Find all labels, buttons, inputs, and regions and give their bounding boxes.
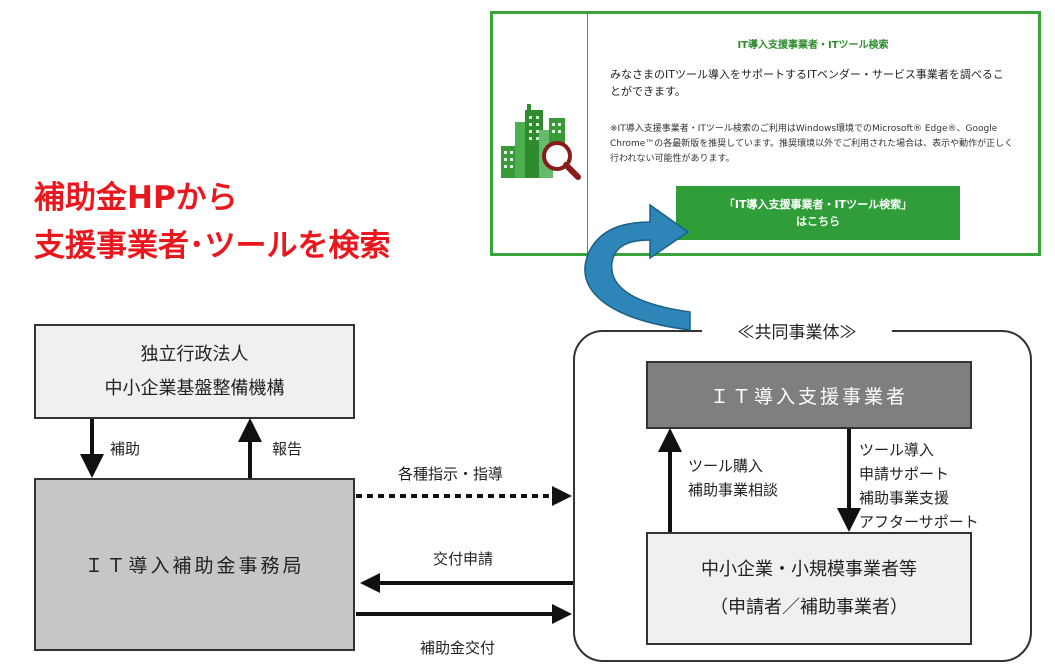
city-search-icon [501,104,581,180]
application-label: 交付申請 [433,550,494,568]
purchase-label-line2: 補助事業相談 [688,481,779,499]
sme-box: 中小企業・小規模事業者等 （申請者／補助事業者） [646,532,972,645]
support-label-line3: 補助事業支援 [859,489,950,507]
panel-title: IT導入支援事業者・ITツール検索 [737,40,889,51]
purchase-label: ツール購入 補助事業相談 [688,454,778,502]
headline-line-1: 補助金HPから [34,180,238,216]
smrj-box: 独立行政法人 中小企業基盤整備機構 [34,324,355,419]
secretariat-box: ＩＴ導入補助金事務局 [34,478,355,651]
curved-blue-arrow [584,203,691,331]
headline-line-2: 支援事業者･ツールを検索 [34,228,391,264]
purchase-label-line1: ツール購入 [688,457,764,475]
support-label-line1: ツール導入 [859,441,935,459]
report-label: 報告 [272,440,303,458]
support-vendor-label: ＩＴ導入支援事業者 [709,385,908,408]
instructions-label: 各種指示・指導 [398,465,504,483]
panel-divider [587,14,588,253]
secretariat-label: ＩＴ導入補助金事務局 [84,555,305,577]
sme-line2: （申請者／補助事業者） [710,596,908,618]
consortium-label: ≪共同事業体≫ [702,318,892,343]
support-label-line2: 申請サポート [859,465,950,483]
panel-note: ※IT導入支援事業者・ITツール検索のご利用はWindows環境でのMicros… [610,124,1014,164]
subsidy-label: 補助 [110,440,141,458]
tool-search-button-line2: はこちら [796,215,840,228]
smrj-line1: 独立行政法人 [140,343,249,365]
grant-label: 補助金交付 [420,639,496,657]
tool-search-button[interactable]: 「IT導入支援事業者・ITツール検索」 はこちら [676,186,960,240]
tool-search-button-line1: 「IT導入支援事業者・ITツール検索」 [723,198,913,211]
smrj-line2: 中小企業基盤整備機構 [104,377,285,399]
support-vendor-box: ＩＴ導入支援事業者 [646,361,972,429]
tool-search-panel: IT導入支援事業者・ITツール検索 みなさまのITツール導入をサポートするITベ… [490,11,1041,256]
sme-line1: 中小企業・小規模事業者等 [701,558,917,580]
support-label: ツール導入 申請サポート 補助事業支援 アフターサポート [859,438,979,534]
panel-description: みなさまのITツール導入をサポートするITベンダー・サービス事業者を調べることが… [610,68,1004,98]
support-label-line4: アフターサポート [859,513,979,531]
